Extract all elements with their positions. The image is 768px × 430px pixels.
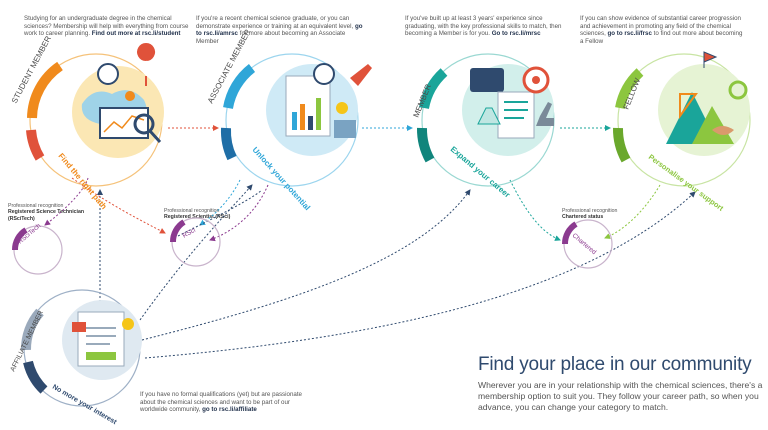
rsci-recognition: Professional recognition Registered Scie… xyxy=(164,208,274,221)
affiliate-member-node[interactable] xyxy=(21,289,142,407)
magnifier-icon xyxy=(313,63,335,85)
microscope-icon xyxy=(536,102,554,126)
associate-tagline: Unlock your potential xyxy=(251,145,312,212)
rocket-icon xyxy=(350,64,372,86)
lightbulb-icon xyxy=(122,318,134,330)
associate-blurb-link-prefix: go to xyxy=(196,22,363,38)
student-link[interactable]: rsc.li/student xyxy=(141,30,181,38)
rsci-tech-recognition-label: Professional recognition xyxy=(8,203,64,209)
rsci-tech-recognition: Professional recognition Registered Scie… xyxy=(8,203,88,222)
checklist-document-icon xyxy=(497,91,535,139)
fellow-link[interactable]: rsc.li/frsc xyxy=(624,30,652,38)
associate-blurb: If you're a recent chemical science grad… xyxy=(196,15,366,45)
associate-blurb-after: for more about becoming an Associate Mem… xyxy=(196,30,346,45)
student-blurb-link-prefix: Find out more at xyxy=(91,30,141,38)
chartered-recognition-label: Professional recognition xyxy=(562,208,618,214)
chartered-badge[interactable] xyxy=(561,219,613,269)
fellow-blurb-after: to find out more about becoming a Fellow xyxy=(580,30,743,45)
student-member-node[interactable] xyxy=(26,43,164,187)
lightbulb-icon xyxy=(336,102,348,114)
fellow-node[interactable] xyxy=(613,51,751,187)
briefcase-icon xyxy=(470,68,504,92)
handshake-icon xyxy=(712,126,734,135)
associate-outer-ring xyxy=(225,53,359,187)
whiteboard-icon xyxy=(99,107,149,139)
associate-blurb-text: If you're a recent chemical science grad… xyxy=(196,15,354,30)
student-title: STUDENT MEMBER xyxy=(10,34,53,105)
page-title: Find your place in our community xyxy=(478,354,752,375)
page-description: Wherever you are in your relationship wi… xyxy=(478,380,763,412)
fellow-blurb: If you can show evidence of substantial … xyxy=(580,15,745,45)
rsci-badge[interactable] xyxy=(169,217,221,267)
affiliate-blurb-link-prefix: go to xyxy=(202,406,218,414)
fellow-blurb-link-prefix: go to xyxy=(607,30,623,38)
rsci-recognition-label: Professional recognition xyxy=(164,208,220,214)
compass-icon xyxy=(97,63,119,85)
associate-member-node[interactable] xyxy=(220,53,372,187)
student-arc xyxy=(27,61,63,119)
affiliate-tagline: No more your interest xyxy=(51,384,118,427)
member-blurb-text: If you've built up at least 3 years' exp… xyxy=(405,15,562,38)
member-blurb: If you've built up at least 3 years' exp… xyxy=(405,15,565,38)
flask-icon xyxy=(477,107,501,125)
fellow-arc xyxy=(615,68,644,110)
affiliate-blurb-text: If you have no formal qualifications (ye… xyxy=(140,391,302,414)
student-arc-red xyxy=(26,129,45,161)
chartered-recognition: Professional recognition Chartered statu… xyxy=(562,208,652,221)
flag-icon xyxy=(703,51,718,68)
chartered-badge-label: Chartered xyxy=(571,232,598,256)
student-blurb: Studying for an undergraduate degree in … xyxy=(24,15,189,38)
fellow-tagline: Personalise your support xyxy=(647,152,726,213)
member-blurb-link-prefix: Go to xyxy=(491,30,508,38)
affiliate-blurb: If you have no formal qualifications (ye… xyxy=(140,391,315,414)
fellow-blurb-text: If you can show evidence of substantial … xyxy=(580,15,741,38)
member-link[interactable]: rsc.li/mrsc xyxy=(509,30,541,38)
rsci-badge-label: RSci xyxy=(182,227,197,240)
set-square-icon xyxy=(679,93,698,120)
fellow-outer-ring xyxy=(617,53,751,187)
connector-lines xyxy=(44,125,696,359)
rsci-tech-recognition-name: Registered Science Technician (RSciTech) xyxy=(8,209,85,222)
student-blurb-text: Studying for an undergraduate degree in … xyxy=(24,15,189,38)
rsci-recognition-name: Registered Scientist (RSci) xyxy=(164,214,231,221)
box-icon xyxy=(334,120,356,138)
rsci-tech-badge[interactable] xyxy=(11,225,63,275)
affiliate-arc xyxy=(21,308,44,351)
associate-link[interactable]: rsc.li/amrsc xyxy=(203,30,238,38)
trophy-icon xyxy=(728,80,748,100)
student-tagline: Find the right path xyxy=(56,152,108,212)
member-node[interactable] xyxy=(417,53,555,187)
member-arc xyxy=(419,68,448,110)
affiliate-link[interactable]: rsc.li/affiliate xyxy=(219,406,257,414)
chartered-recognition-name: Chartered status xyxy=(562,214,604,221)
associate-arc xyxy=(223,64,256,110)
location-pin-icon xyxy=(137,43,155,86)
toolbox-icon xyxy=(72,322,86,332)
magnifier-icon xyxy=(133,113,155,135)
